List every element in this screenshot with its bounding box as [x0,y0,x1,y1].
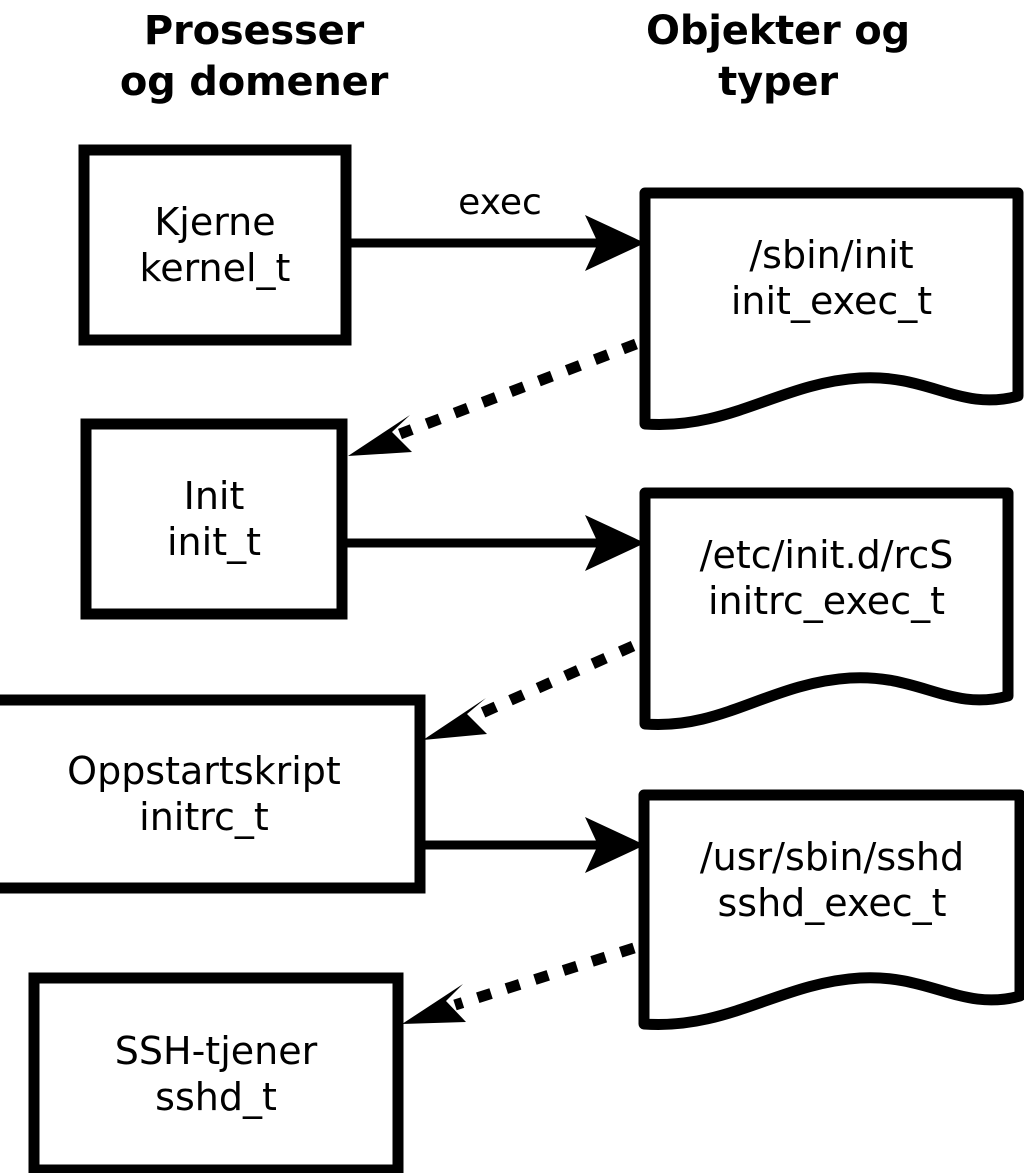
node-label-initrc-exec: /etc/init.d/rcS initrc_exec_t [645,493,1008,663]
node-label-sshd-exec: /usr/sbin/sshd sshd_exec_t [644,795,1020,965]
edge-initrcexec-transition [423,640,636,740]
node-label-line1: Kjerne [154,199,276,244]
edge-line-dotted [398,338,638,440]
node-label-sshd: SSH-tjener sshd_t [34,978,398,1170]
node-label-line2: sshd_exec_t [717,881,947,925]
node-doc-init-exec[interactable] [639,187,1024,431]
arrowhead [402,984,466,1024]
arrowhead [585,515,645,571]
node-label-line2: kernel_t [139,246,291,290]
node-label-init: Init init_t [86,424,342,614]
node-label-line1: Init [183,473,245,518]
node-label-line2: initrc_exec_t [708,579,945,623]
node-box-init[interactable] [80,418,348,620]
arrowhead [423,698,487,740]
edge-label-exec: exec [458,182,542,223]
node-label-line1: SSH-tjener [114,1028,318,1073]
node-label-line2: initrc_t [139,795,269,839]
arrowhead [585,215,645,271]
node-label-line1: /sbin/init [749,232,914,277]
node-label-init-exec: /sbin/init init_exec_t [645,193,1018,363]
node-label-line1: Oppstartskript [67,748,341,793]
edge-kernel-exec-init [346,215,645,271]
node-label-line2: sshd_t [155,1075,277,1119]
column-header-processes: Prosesser og domener [119,8,389,106]
node-label-line1: /etc/init.d/rcS [699,532,954,577]
node-label-line1: /usr/sbin/sshd [699,834,965,879]
node-box-sshd[interactable] [28,972,404,1173]
node-label-kernel: Kjerne kernel_t [84,150,346,340]
edge-sshdexec-transition [402,942,636,1024]
node-doc-sshd-exec[interactable] [638,789,1024,1031]
node-label-initrc: Oppstartskript initrc_t [0,700,420,888]
node-box-initrc[interactable] [0,694,426,894]
node-doc-initrc-exec[interactable] [639,487,1014,731]
node-label-line2: init_exec_t [730,279,933,323]
edge-initexec-transition [348,338,638,456]
node-box-kernel[interactable] [78,144,352,346]
arrowhead [348,415,412,456]
edge-line-dotted [453,942,636,1011]
arrowhead [585,817,645,873]
node-label-line2: init_t [167,520,261,564]
column-header-objects: Objekter og typer [646,8,910,106]
edge-initrc-exec-sshd [420,817,645,873]
edge-init-exec-rcs [342,515,645,571]
edge-line-dotted [472,640,636,722]
